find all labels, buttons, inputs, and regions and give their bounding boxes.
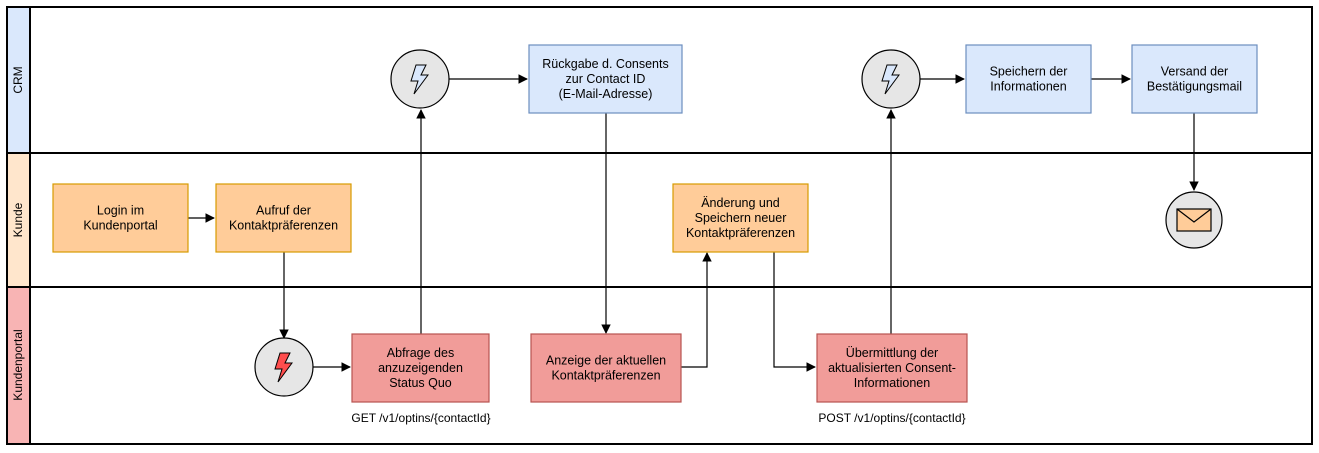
task-label-line: (E-Mail-Adresse): [559, 87, 653, 101]
portal-event: [254, 337, 314, 397]
end-event: [1165, 191, 1223, 249]
lane-label-crm: CRM: [11, 66, 25, 93]
lightning-icon: [881, 64, 900, 95]
task-label-line: Kundenportal: [83, 219, 157, 233]
api-label-get: GET /v1/optins/{contactId}: [351, 411, 490, 425]
task-label-line: Informationen: [854, 376, 930, 390]
task-label-line: aktualisierten Consent-: [828, 361, 956, 375]
task-label-line: Bestätigungsmail: [1147, 80, 1242, 94]
task-label-line: anzuzeigenden: [378, 361, 463, 375]
task-label-line: Speichern der: [990, 65, 1068, 79]
task-label-line: Abfrage des: [387, 346, 454, 360]
task-label-line: Kontaktpräferenzen: [229, 219, 338, 233]
task-label-line: Rückgabe d. Consents: [542, 57, 668, 71]
crm-event-2: [861, 49, 921, 109]
api-label-post: POST /v1/optins/{contactId}: [818, 411, 965, 425]
task-label-line: zur Contact ID: [566, 72, 646, 86]
lane-label-kunde: Kunde: [11, 202, 25, 237]
flow-aenderung-to-uebermittlung: [773, 252, 816, 372]
crm-event-1: [390, 49, 450, 109]
envelope-icon: [1176, 208, 1212, 232]
task-label-line: Aufruf der: [256, 204, 311, 218]
task-label-line: Speichern neuer: [695, 211, 787, 225]
task-label-line: Informationen: [990, 80, 1066, 94]
task-label-line: Anzeige der aktuellen: [546, 354, 666, 368]
task-label-line: Kontaktpräferenzen: [551, 369, 660, 383]
task-label-line: Kontaktpräferenzen: [686, 226, 795, 240]
lightning-icon: [410, 64, 429, 95]
task-label-line: Status Quo: [389, 376, 452, 390]
task-label-line: Login im: [97, 204, 144, 218]
flow-anzeige-to-aenderung: [681, 252, 712, 368]
lane-label-kundenportal: Kundenportal: [11, 329, 25, 400]
connectors: [188, 74, 1199, 372]
task-label-line: Übermittlung der: [846, 346, 938, 360]
task-label-line: Versand der: [1161, 65, 1228, 79]
lightning-icon: [274, 352, 293, 383]
task-label-line: Änderung und: [701, 196, 780, 210]
